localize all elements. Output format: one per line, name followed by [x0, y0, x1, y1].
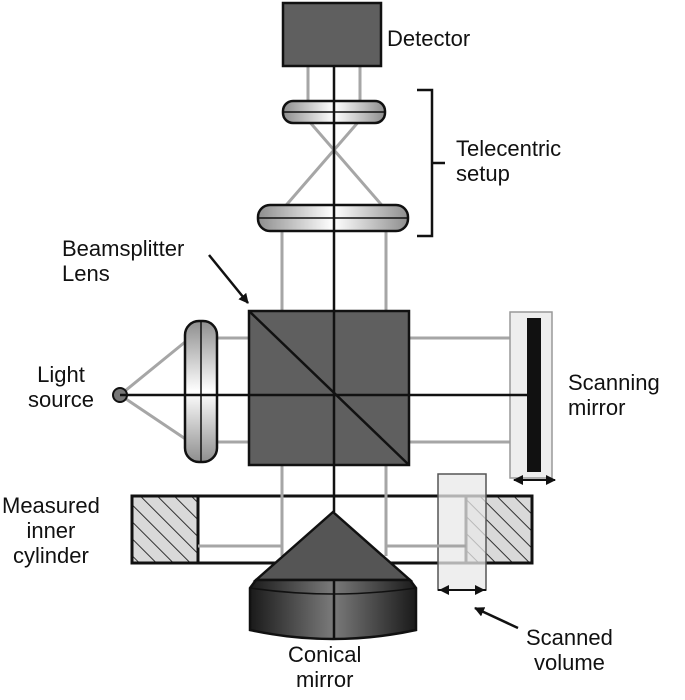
- beamsplitter-cube: [247, 309, 411, 467]
- beamsplitter-arrow: [208, 254, 249, 304]
- conical-mirror-label: Conical mirror: [288, 642, 362, 692]
- scanned-volume-region: [437, 473, 487, 595]
- detector-box: [281, 1, 383, 68]
- scanning-mirror-label: Scanning mirror: [568, 370, 660, 420]
- scanned-volume-label: Scanned volume: [526, 625, 613, 675]
- telecentric-label: Telecentric setup: [456, 136, 562, 186]
- detector-label: Detector: [387, 26, 471, 51]
- telecentric-bracket: [417, 88, 445, 238]
- measured-cylinder-label: Measured inner cylinder: [2, 493, 100, 568]
- light-source-label: Light source: [28, 362, 95, 412]
- optical-axis: [120, 66, 527, 640]
- collimating-lens: [183, 319, 219, 464]
- scanning-mirror: [509, 311, 556, 485]
- scanned-volume-arrow: [474, 606, 519, 630]
- beamsplitter-label: Beamsplitter Lens: [62, 236, 185, 286]
